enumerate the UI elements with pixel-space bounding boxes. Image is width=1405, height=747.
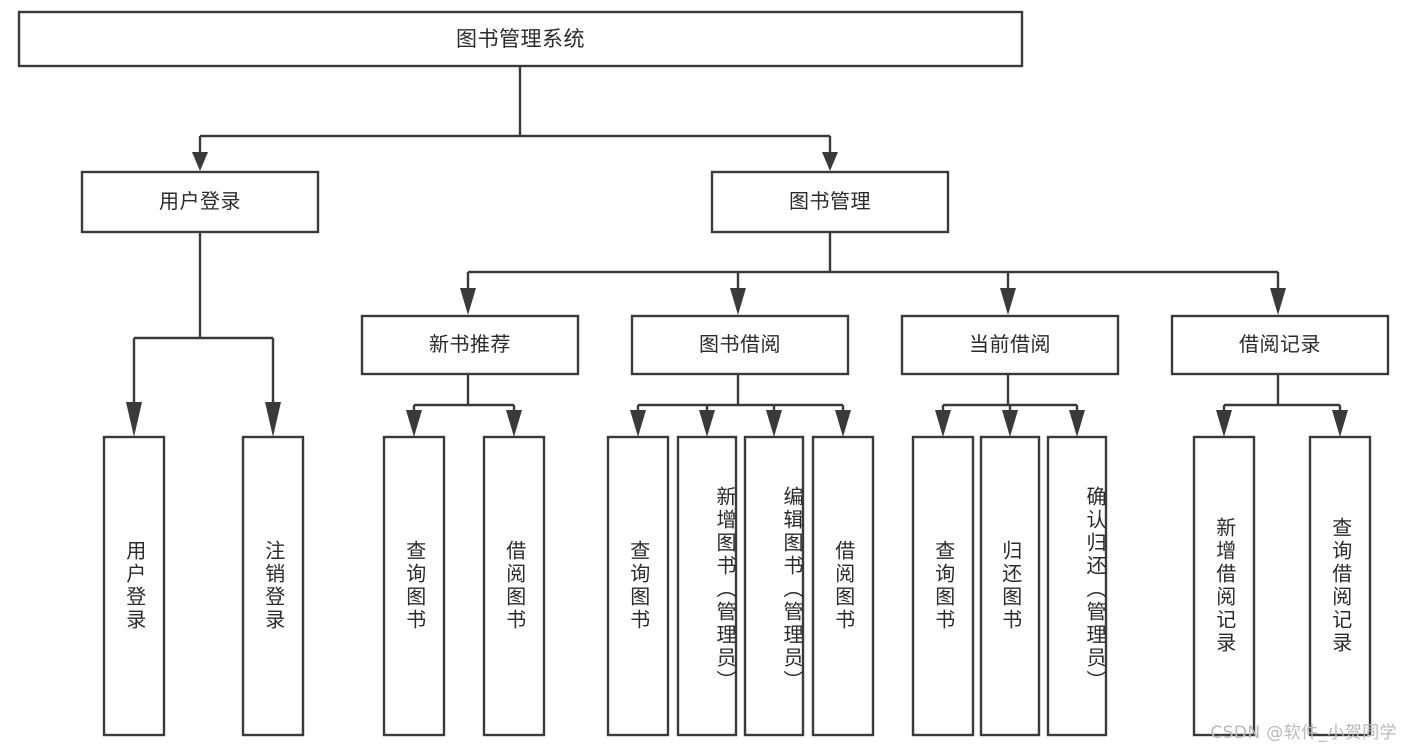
arrowhead-leaf-user-login	[126, 402, 142, 437]
node-box-book-manage[interactable]	[710, 170, 950, 234]
node-box-leaf-query-record[interactable]	[1308, 435, 1372, 737]
node-box-leaf-user-login[interactable]	[102, 435, 166, 737]
node-box-leaf-add-record[interactable]	[1192, 435, 1256, 737]
node-box-borrow-record[interactable]	[1170, 314, 1390, 376]
node-box-leaf-return-book[interactable]	[979, 435, 1041, 737]
arrowhead-user-login	[192, 152, 208, 171]
arrowhead-book-borrow	[730, 288, 746, 315]
arrowhead-leaf-add-record	[1216, 410, 1232, 437]
arrowhead-current-borrow	[1000, 288, 1016, 315]
arrowhead-borrow-record	[1270, 288, 1286, 315]
node-box-leaf-query-book-2[interactable]	[606, 435, 670, 737]
node-box-current-borrow[interactable]	[900, 314, 1120, 376]
node-box-root[interactable]	[17, 10, 1024, 68]
node-box-book-borrow[interactable]	[630, 314, 850, 376]
arrowhead-leaf-query-book-1	[406, 410, 422, 437]
node-box-leaf-confirm-return[interactable]	[1046, 435, 1108, 737]
node-box-leaf-add-book[interactable]	[676, 435, 738, 737]
node-box-leaf-borrow-book-1[interactable]	[482, 435, 546, 737]
node-box-leaf-query-book-3[interactable]	[911, 435, 975, 737]
arrowhead-leaf-add-book	[699, 410, 715, 437]
arrowhead-leaf-query-book-2	[630, 410, 646, 437]
node-box-new-book-recommend[interactable]	[360, 314, 580, 376]
node-box-user-login[interactable]	[80, 170, 320, 234]
arrowhead-leaf-query-book-3	[935, 410, 951, 437]
arrowhead-leaf-borrow-book-2	[835, 410, 851, 437]
arrowhead-leaf-user-logout	[265, 402, 281, 437]
arrowhead-leaf-query-record	[1332, 410, 1348, 437]
arrowhead-new-book-recommend	[460, 288, 476, 315]
node-box-leaf-edit-book[interactable]	[743, 435, 805, 737]
watermark-text: CSDN @软件_小贺同学	[1210, 723, 1397, 743]
arrowhead-leaf-confirm-return	[1069, 410, 1085, 437]
arrowhead-leaf-borrow-book-1	[506, 410, 522, 437]
arrowhead-leaf-return-book	[1002, 410, 1018, 437]
arrowhead-leaf-edit-book	[766, 410, 782, 437]
arrowhead-book-manage	[822, 152, 838, 171]
node-box-leaf-query-book-1[interactable]	[382, 435, 446, 737]
node-box-leaf-user-logout[interactable]	[241, 435, 305, 737]
node-box-leaf-borrow-book-2[interactable]	[811, 435, 875, 737]
